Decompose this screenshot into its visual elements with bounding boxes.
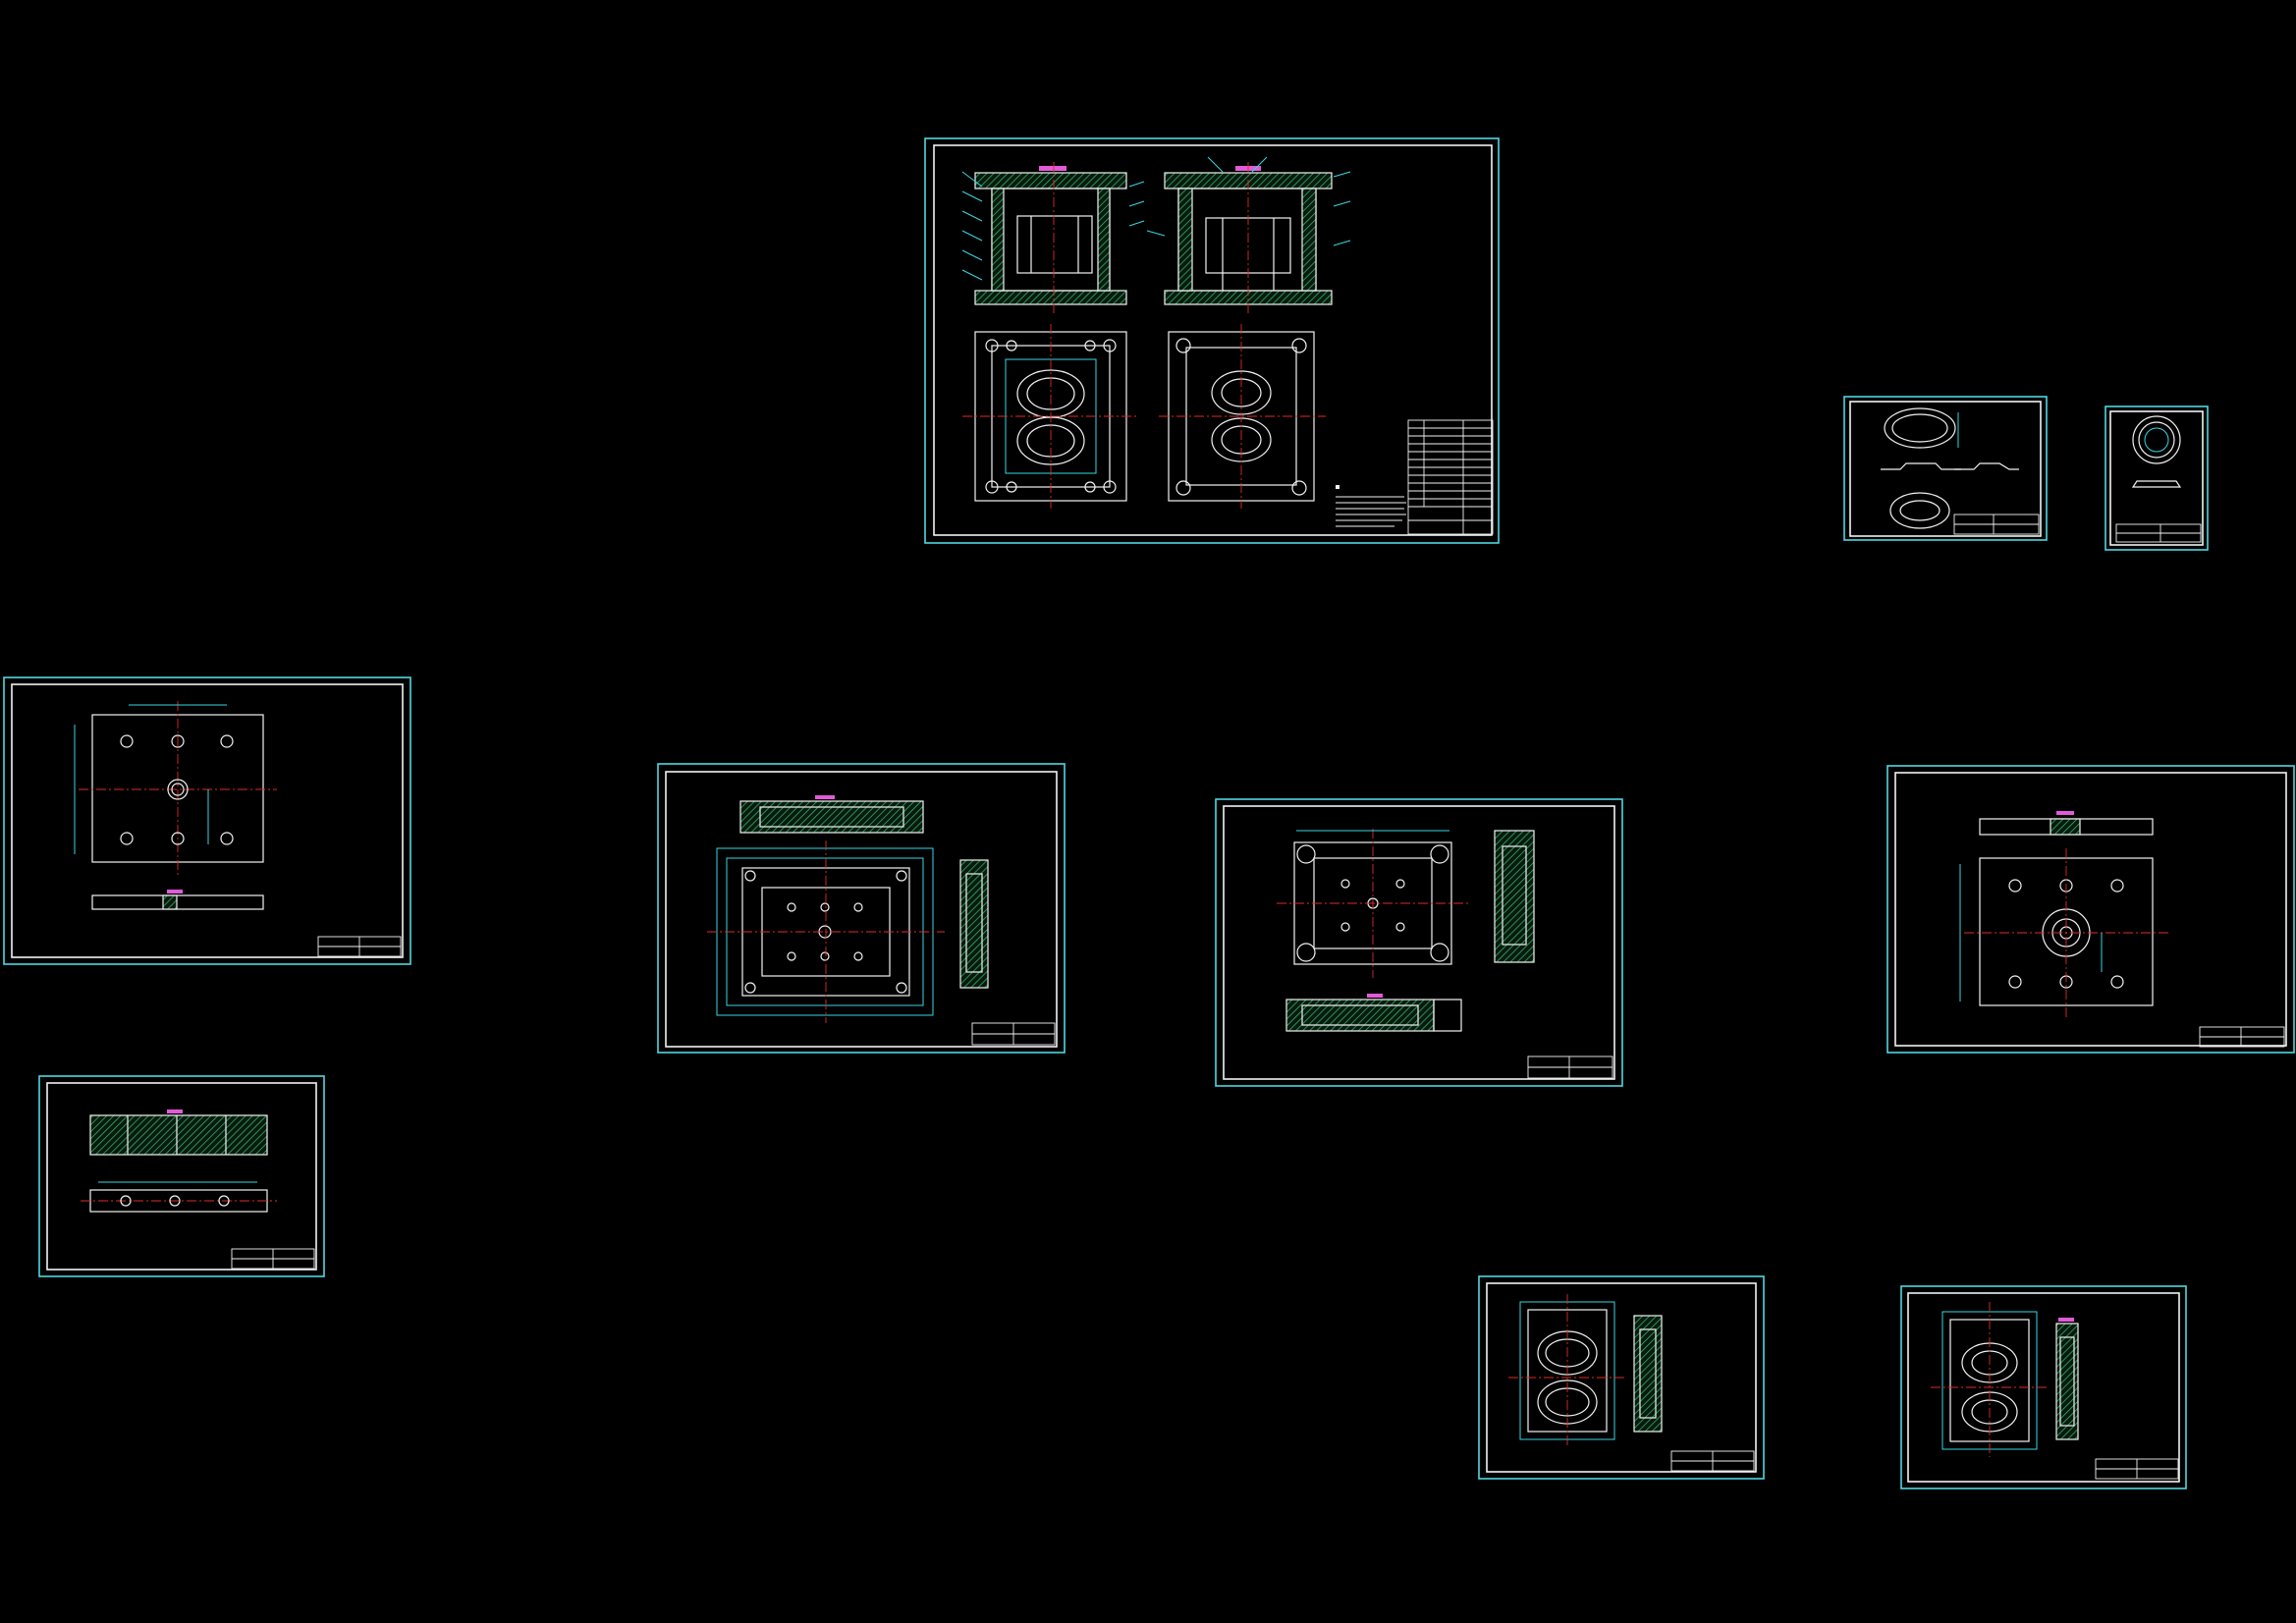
sheet-part-drawing-b[interactable] xyxy=(2105,406,2209,551)
sheet-square-plate[interactable] xyxy=(3,676,411,965)
sheet-core-plate[interactable] xyxy=(1215,798,1623,1087)
assembly-notes xyxy=(1336,485,1406,527)
assembly-plan-right xyxy=(1159,324,1326,509)
assembly-side-section xyxy=(1146,156,1351,314)
sheet-clamping-plate[interactable] xyxy=(1886,765,2295,1054)
sheet-part-drawing-a[interactable] xyxy=(1843,396,2048,541)
sheet-support-strip[interactable] xyxy=(38,1075,325,1277)
sheet-mold-assembly[interactable] xyxy=(924,137,1500,544)
sheet-core-insert[interactable] xyxy=(1900,1285,2187,1489)
sheet-cavity-insert[interactable] xyxy=(1478,1275,1765,1480)
assembly-parts-list xyxy=(1407,419,1494,535)
sheet-cavity-plate[interactable] xyxy=(657,763,1066,1054)
assembly-plan-left xyxy=(962,324,1139,509)
assembly-front-section xyxy=(961,162,1145,314)
